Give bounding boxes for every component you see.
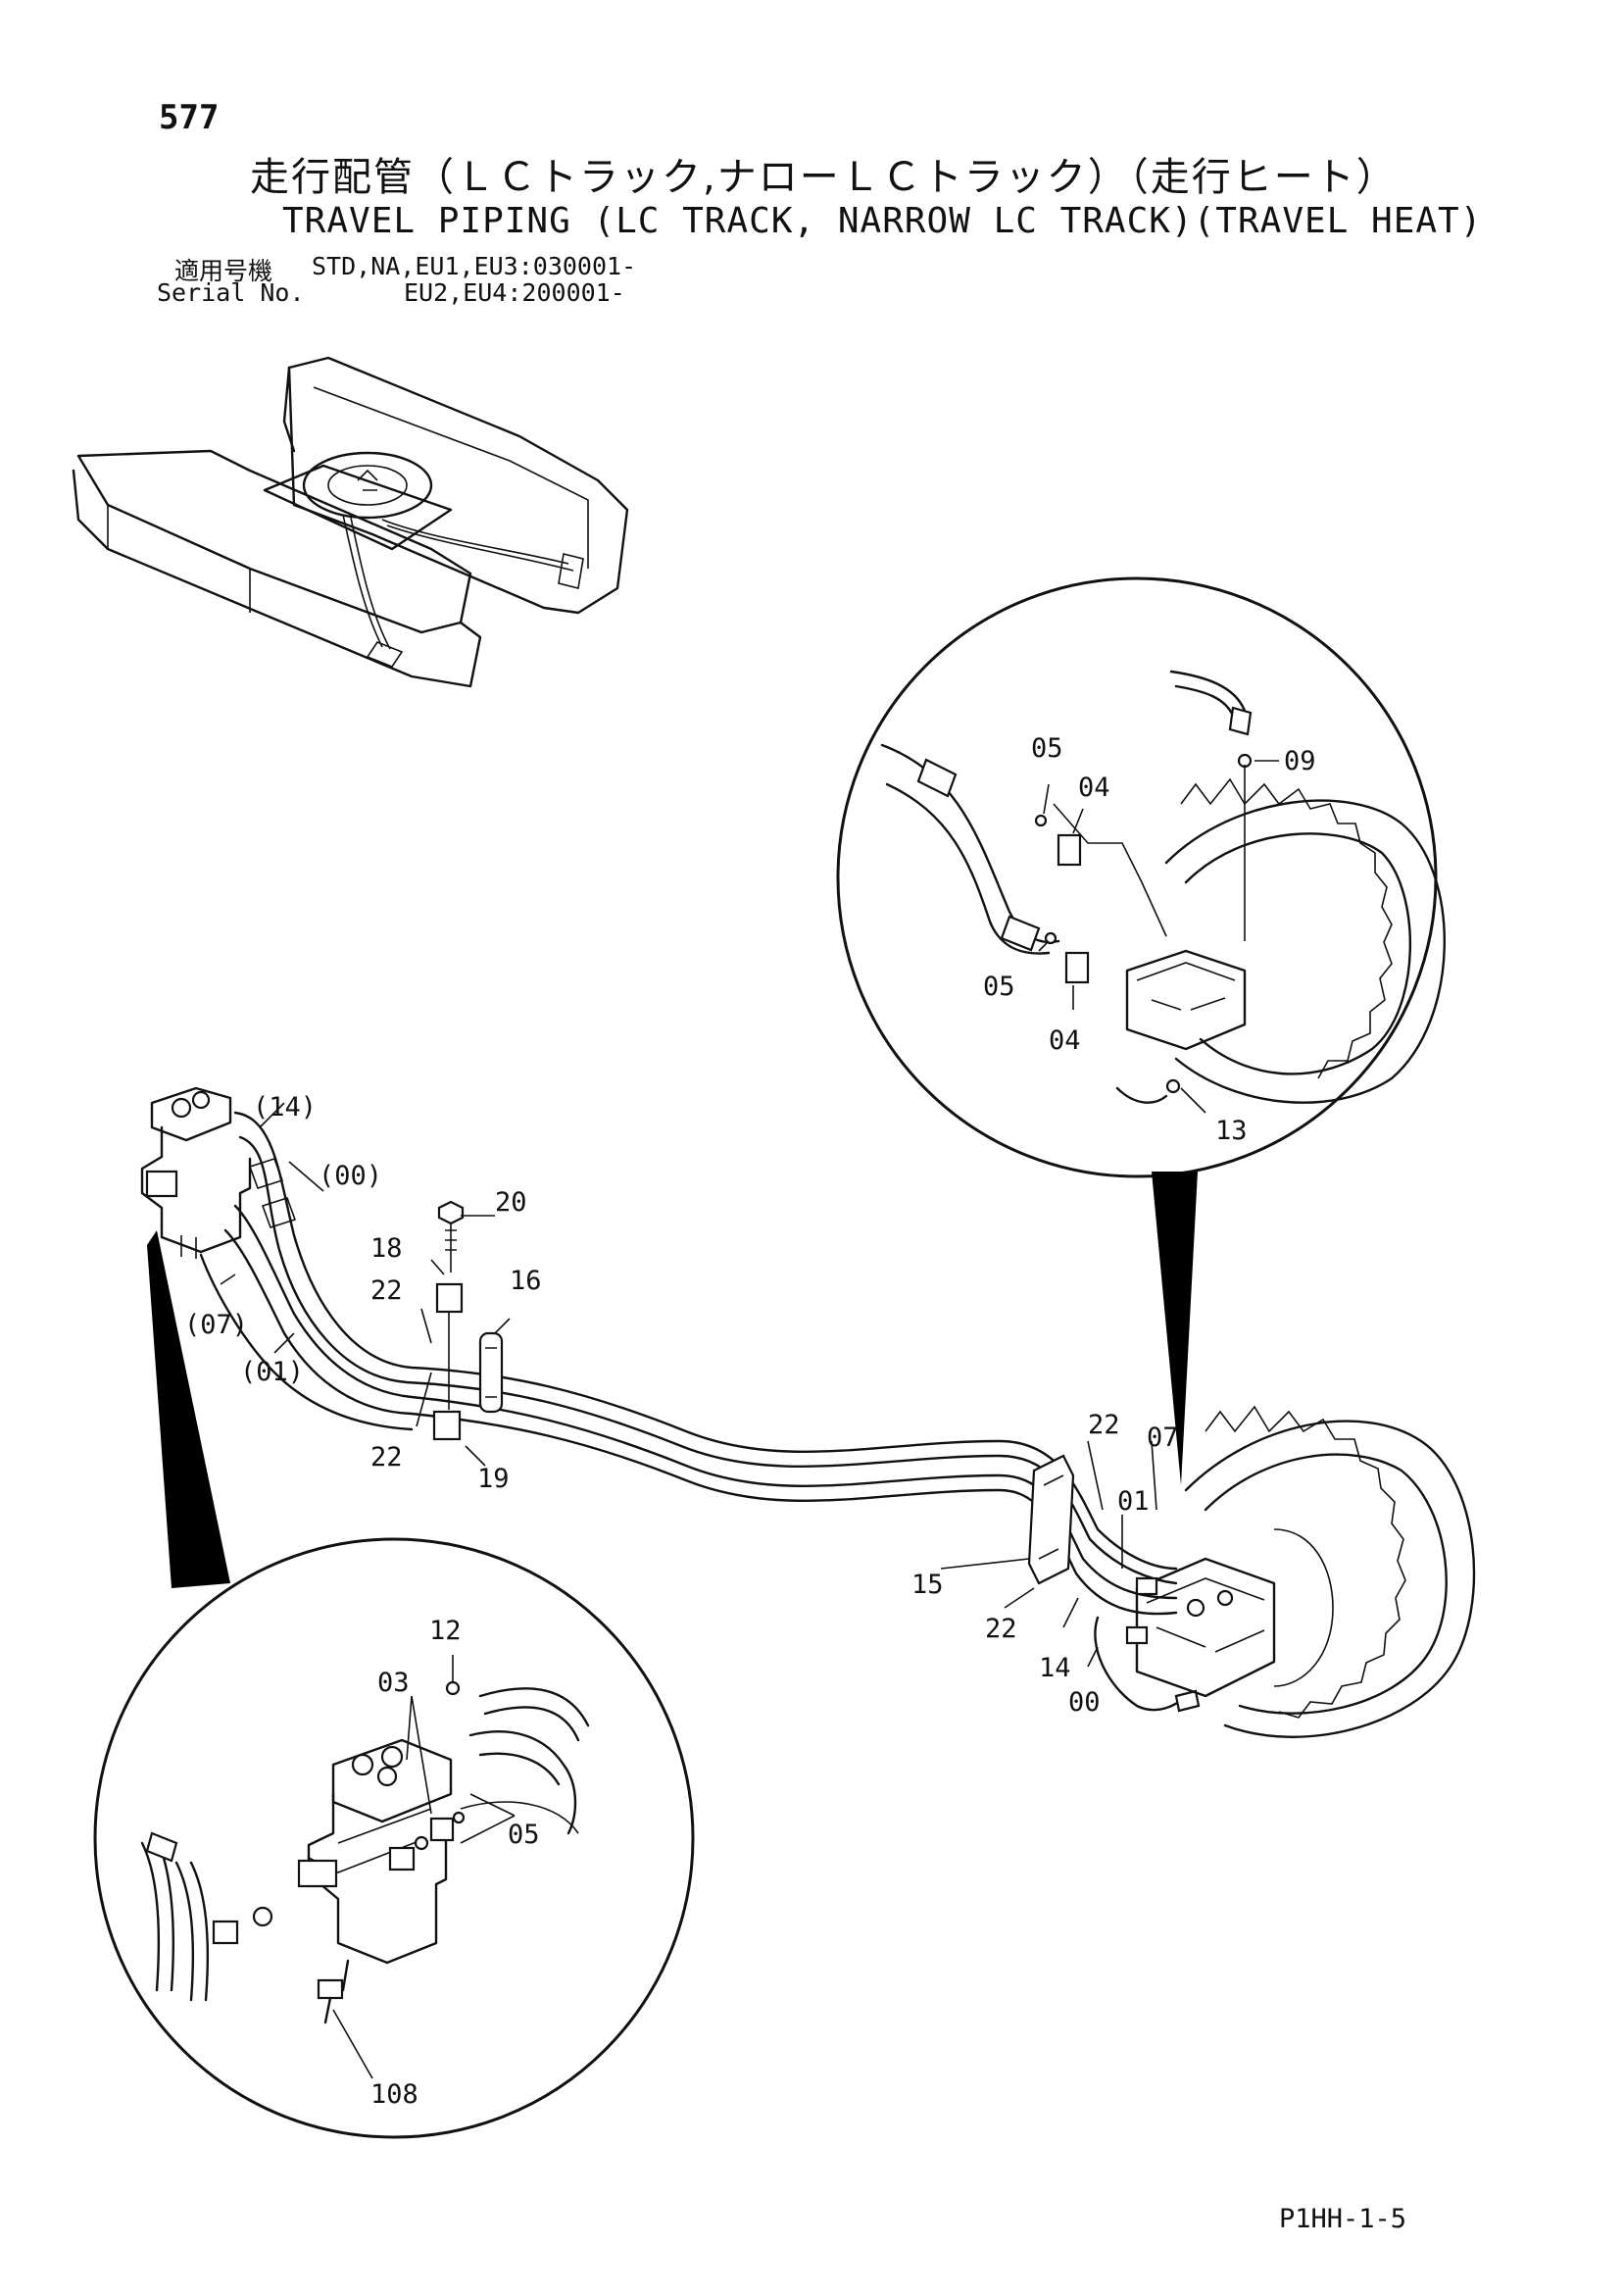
callout-01: 01 xyxy=(1117,1486,1150,1517)
serial-range-2: EU2,EU4:200001- xyxy=(404,278,625,307)
callout-05-b: 05 xyxy=(983,972,1015,1002)
callout-03: 03 xyxy=(377,1668,410,1698)
page-code: P1HH-1-5 xyxy=(1279,2204,1407,2234)
leader-wedge-left xyxy=(147,1230,230,1588)
title-japanese: 走行配管（ＬＣトラック,ナローＬＣトラック）（走行ヒート） xyxy=(250,155,1398,200)
callout-04-b: 04 xyxy=(1049,1025,1081,1056)
callout-108: 108 xyxy=(370,2079,418,2110)
callout-00: 00 xyxy=(1068,1687,1101,1718)
callout-22-a: 22 xyxy=(370,1275,403,1306)
clamp-16 xyxy=(478,1331,504,1414)
callout-19: 19 xyxy=(477,1464,510,1494)
leader-lines xyxy=(220,760,1279,2079)
callout-01-paren: (01) xyxy=(240,1357,304,1387)
callout-07: 07 xyxy=(1147,1423,1179,1453)
callout-22-d: 22 xyxy=(985,1614,1017,1644)
callout-22-c: 22 xyxy=(1088,1410,1120,1440)
title-english: TRAVEL PIPING (LC TRACK, NARROW LC TRACK… xyxy=(282,201,1483,241)
serial-label-japanese: 適用号機 xyxy=(174,257,273,285)
callout-13: 13 xyxy=(1215,1116,1248,1146)
bolt-20-plate-18-19 xyxy=(432,1200,465,1441)
serial-label-english: Serial No. xyxy=(157,278,305,307)
callout-05-a: 05 xyxy=(1031,733,1063,764)
callout-14: 14 xyxy=(1039,1653,1071,1683)
callout-09: 09 xyxy=(1284,746,1316,776)
page-number: 577 xyxy=(159,98,220,137)
callout-00-paren: (00) xyxy=(319,1161,382,1191)
callout-07-paren: (07) xyxy=(184,1310,248,1340)
travel-motor-sprocket xyxy=(1125,1405,1476,1738)
callout-18: 18 xyxy=(370,1233,403,1264)
serial-range-1: STD,NA,EU1,EU3:030001- xyxy=(312,252,637,280)
leader-wedge-right xyxy=(1152,1172,1198,1485)
clamp-15 xyxy=(1027,1454,1075,1585)
swivel-joint-main xyxy=(140,1086,252,1259)
callout-14-paren: (14) xyxy=(253,1092,317,1123)
callout-05-c: 05 xyxy=(508,1820,540,1850)
callout-20: 20 xyxy=(495,1187,527,1218)
callout-16: 16 xyxy=(510,1266,542,1296)
detail-circle-swivel xyxy=(93,1537,695,2139)
callout-22-b: 22 xyxy=(370,1442,403,1472)
callout-04-a: 04 xyxy=(1078,773,1110,803)
callout-12: 12 xyxy=(429,1616,462,1646)
callout-labels: (14) (00) (07) (01) 20 18 22 16 22 19 22… xyxy=(184,733,1316,2110)
main-hose-bundle xyxy=(199,1111,1201,1713)
detail-circle-motor xyxy=(836,576,1446,1178)
callout-15: 15 xyxy=(911,1570,944,1600)
undercarriage-overview xyxy=(72,356,629,688)
